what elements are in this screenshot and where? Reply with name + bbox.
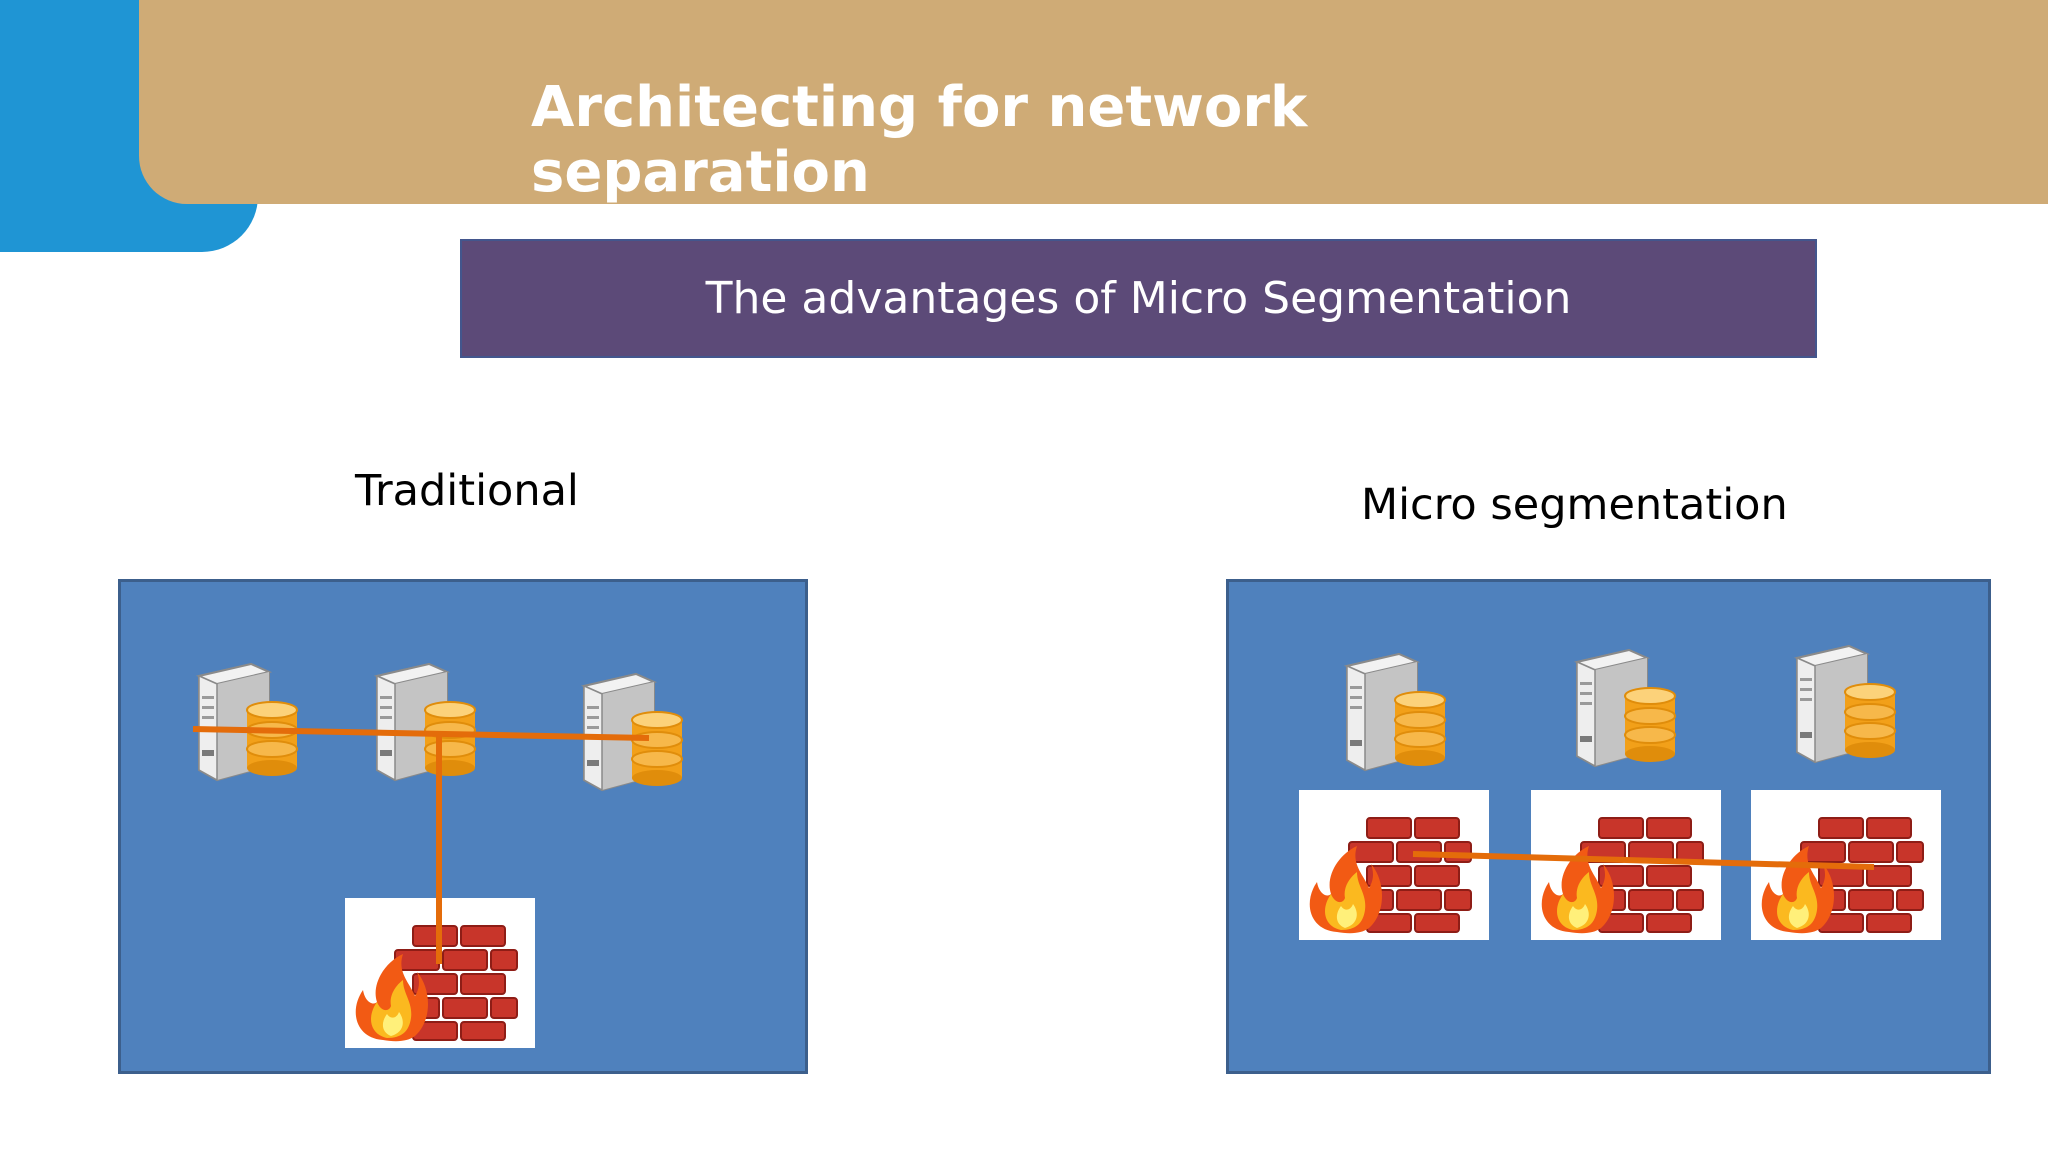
- server-database-icon: [191, 658, 301, 788]
- slide-title: Architecting for network separation: [531, 75, 1308, 205]
- server-database-icon: [1569, 644, 1679, 774]
- traditional-network-panel: [118, 579, 808, 1074]
- micro-segmentation-panel: [1226, 579, 1991, 1074]
- server-database-icon: [1789, 640, 1899, 770]
- server-database-icon: [369, 658, 479, 788]
- traditional-heading: Traditional: [355, 466, 579, 516]
- firewall-icon: [345, 898, 535, 1048]
- title-bar: [139, 0, 2048, 204]
- firewall-icon: [1299, 790, 1489, 940]
- server-database-icon: [576, 668, 686, 798]
- firewall-icon: [1751, 790, 1941, 940]
- subtitle-banner: The advantages of Micro Segmentation: [460, 239, 1817, 358]
- firewall-icon: [1531, 790, 1721, 940]
- server-database-icon: [1339, 648, 1449, 778]
- subtitle-text: The advantages of Micro Segmentation: [705, 273, 1572, 324]
- micro-segmentation-heading: Micro segmentation: [1361, 480, 1788, 530]
